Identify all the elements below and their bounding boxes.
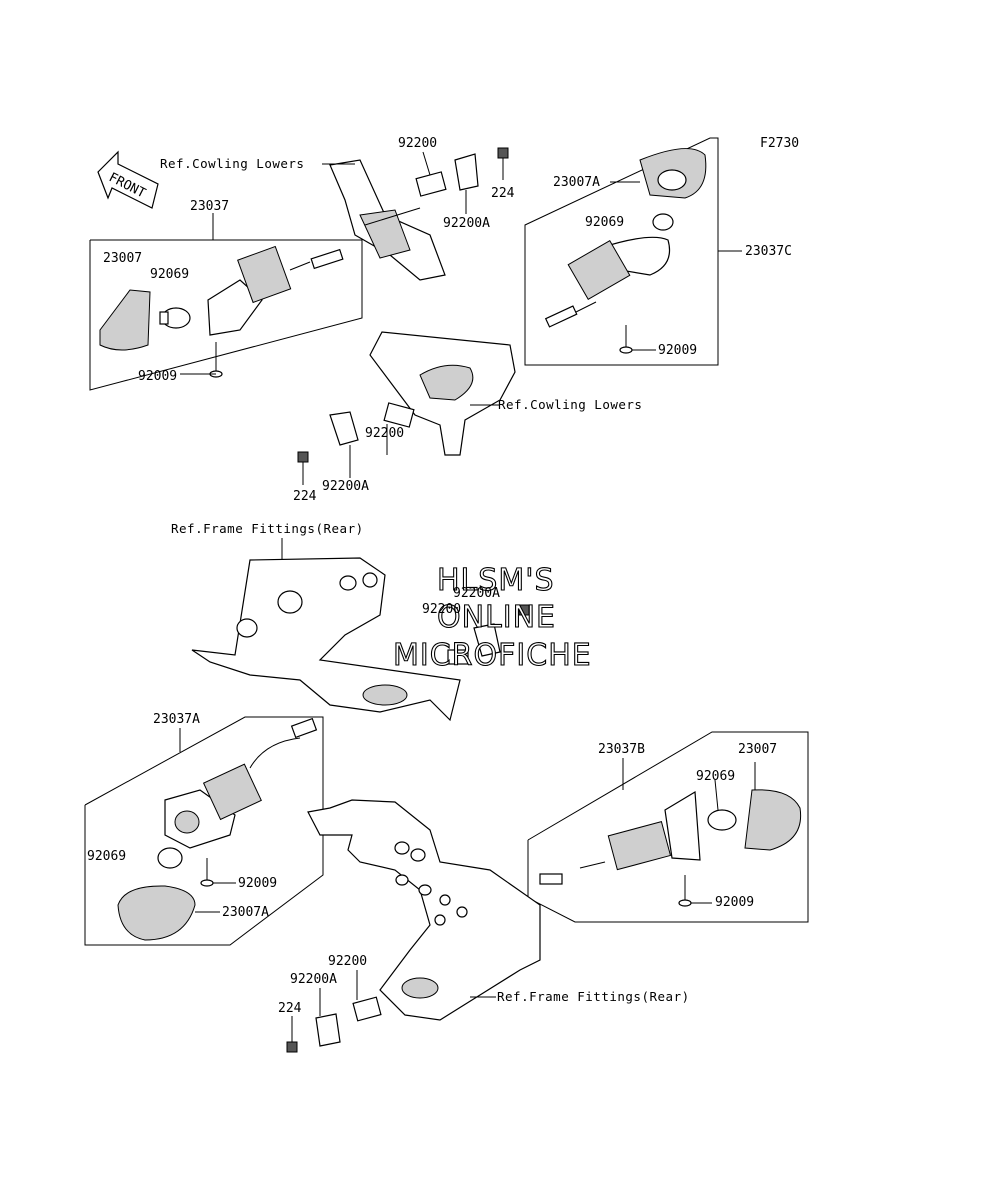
label-rear-left-lens: 23007A [222, 905, 269, 920]
label-front-mid-bolt: 224 [293, 489, 317, 504]
rear-left-assembly-group [84, 716, 324, 946]
label-front-right-assembly: 23037C [745, 244, 792, 259]
label-rear-right-bulb: 92069 [696, 769, 735, 784]
label-rear-bottom-bolt: 224 [278, 1001, 302, 1016]
label-front-mid-clip: 92200A [322, 479, 369, 494]
watermark-line-2: ONLINE [437, 600, 556, 635]
label-rear-mid-clip: 92200A [453, 586, 500, 601]
front-top-fasteners [415, 147, 509, 197]
label-front-mid-plate: 92200 [365, 426, 404, 441]
front-mid-fasteners [297, 402, 415, 463]
label-rear-left-assembly: 23037A [153, 712, 200, 727]
label-rear-right-lens: 23007 [738, 742, 777, 757]
label-front-right-screw: 92009 [658, 343, 697, 358]
ref-cowling-lowers-mid: Ref.Cowling Lowers [498, 397, 642, 412]
label-rear-mid-plate: 92200 [422, 602, 461, 617]
watermark-line-1: HLSM'S [437, 563, 555, 598]
front-left-lens-icon [99, 289, 151, 351]
rear-left-lens-icon [117, 885, 196, 941]
lower-cowling-bracket [369, 331, 516, 456]
rear-bottom-fasteners [286, 996, 382, 1053]
figure-id: F2730 [760, 136, 799, 151]
label-rear-left-screw: 92009 [238, 876, 277, 891]
rear-frame-fitting-lower [307, 799, 541, 1021]
ref-frame-fittings-rear-top: Ref.Frame Fittings(Rear) [171, 521, 364, 536]
rear-right-lens-icon [744, 789, 802, 851]
rear-frame-fitting-upper [191, 557, 461, 722]
front-left-assembly-group [89, 213, 363, 391]
rear-mid-fasteners [447, 604, 530, 665]
label-front-right-lens: 23007A [553, 175, 600, 190]
front-right-assembly-group [524, 137, 742, 366]
label-rear-left-bulb: 92069 [87, 849, 126, 864]
watermark-line-3: MICROFICHE [393, 638, 592, 673]
label-front-left-assembly: 23037 [190, 199, 229, 214]
label-front-left-screw: 92009 [138, 369, 177, 384]
label-front-top-clip: 92200A [443, 216, 490, 231]
ref-cowling-lowers-top: Ref.Cowling Lowers [160, 156, 304, 171]
label-rear-bottom-plate: 92200 [328, 954, 367, 969]
label-front-left-lens: 23007 [103, 251, 142, 266]
label-front-left-bulb: 92069 [150, 267, 189, 282]
label-rear-bottom-clip: 92200A [290, 972, 337, 987]
label-front-top-bolt: 224 [491, 186, 515, 201]
ref-frame-fittings-rear-bottom: Ref.Frame Fittings(Rear) [497, 989, 690, 1004]
label-front-top-plate: 92200 [398, 136, 437, 151]
upper-cowling-bracket [329, 159, 446, 281]
front-arrow-icon: FRONT [97, 150, 159, 209]
label-rear-right-screw: 92009 [715, 895, 754, 910]
label-rear-right-assembly: 23037B [598, 742, 645, 757]
label-front-right-bulb: 92069 [585, 215, 624, 230]
rear-right-assembly-group [527, 731, 809, 923]
watermark: HLSM'S ONLINE MICROFICHE [392, 562, 592, 673]
